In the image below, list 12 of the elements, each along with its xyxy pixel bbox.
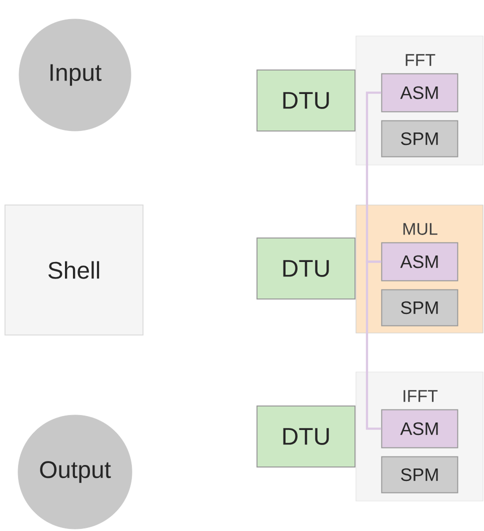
shell-box: Shell (4, 204, 144, 336)
dtu-box: DTU (256, 70, 356, 132)
asm-box: ASM (381, 73, 458, 112)
dtu-box: DTU (256, 406, 356, 468)
asm-box: ASM (381, 242, 458, 282)
spm-box: SPM (381, 120, 458, 158)
asm-box: ASM (381, 409, 458, 448)
bus-line (366, 260, 382, 430)
spm-box: SPM (381, 456, 458, 494)
spm-box: SPM (381, 289, 458, 326)
bus-line (366, 92, 382, 263)
dtu-box: DTU (256, 238, 356, 300)
